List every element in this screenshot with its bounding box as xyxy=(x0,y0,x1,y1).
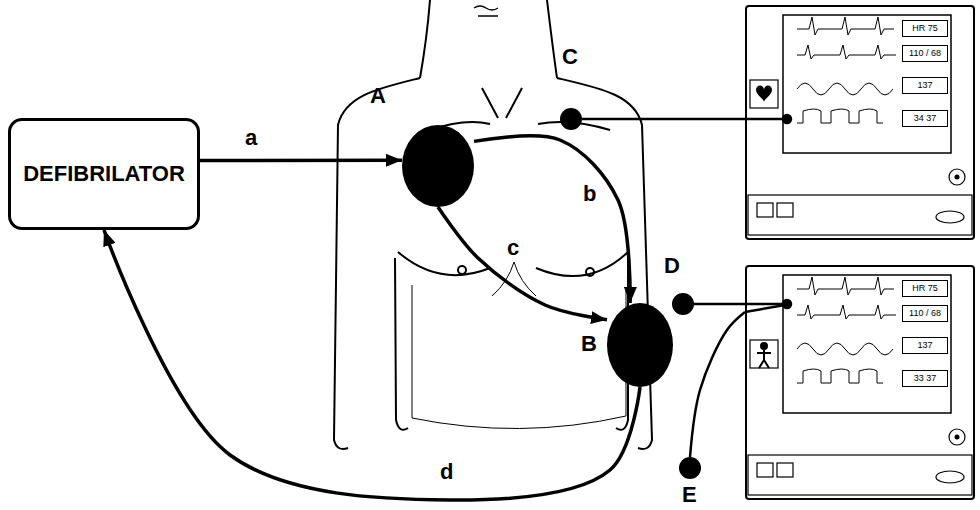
electrode-letter: D xyxy=(664,255,680,277)
monitor-electrode: D xyxy=(672,293,694,315)
electrode-letter: B xyxy=(581,333,597,355)
vital-reading: HR 75 xyxy=(912,284,938,293)
arrow-letter: a xyxy=(243,126,259,150)
label-slot: C xyxy=(562,46,578,68)
person-icon xyxy=(757,343,771,368)
readout-box: HR 75 xyxy=(902,20,948,37)
paddle-shape xyxy=(607,303,673,387)
readout-box: 137 xyxy=(902,337,948,354)
monitor-electrode: C xyxy=(560,108,582,130)
readout-box: 110 / 68 xyxy=(902,45,948,62)
lead-wire xyxy=(694,303,745,306)
label-slot: B xyxy=(581,333,597,355)
label-slot: A xyxy=(370,85,386,107)
device-label: DEFIBRILATOR xyxy=(23,161,185,186)
readout-box: 110 / 68 xyxy=(902,305,948,322)
patient-monitor: HR 75 110 / 68 137 34 37 xyxy=(745,5,975,240)
paddle-shape xyxy=(402,125,474,207)
readout-box: HR 75 xyxy=(902,280,948,297)
monitor-panel xyxy=(748,275,972,495)
label-slot: DEFIBRILATOR xyxy=(23,161,185,186)
readout-box: 33 37 xyxy=(902,370,948,387)
readout-box: 34 37 xyxy=(902,110,948,127)
vital-reading: 34 37 xyxy=(914,114,937,123)
lead-wire xyxy=(582,118,745,121)
vital-reading: 137 xyxy=(917,341,932,350)
paddle-electrode: B xyxy=(607,303,673,387)
current-arrow xyxy=(104,230,640,500)
electrode-letter: C xyxy=(562,46,578,68)
paddle-shape xyxy=(607,303,673,387)
vital-reading: 110 / 68 xyxy=(909,309,941,318)
monitor-electrode: E xyxy=(679,457,701,479)
paddle-electrode: A xyxy=(402,125,474,207)
paddle-shape xyxy=(402,125,474,207)
defibrillator-box: DEFIBRILATOR xyxy=(8,118,200,230)
monitor-panel xyxy=(748,15,972,235)
vital-reading: 110 / 68 xyxy=(909,49,941,58)
patient-monitor: HR 75 110 / 68 137 33 37 xyxy=(745,265,975,500)
arrow-letter: c xyxy=(505,236,521,260)
current-arrow xyxy=(474,136,630,303)
arrow-label-slot: a xyxy=(243,126,259,150)
vital-reading: 33 37 xyxy=(914,374,937,383)
electrode-letter: A xyxy=(370,85,386,107)
arrow-label-slot: c xyxy=(505,236,521,260)
readout-box: 137 xyxy=(902,77,948,94)
arrow-letter: d xyxy=(438,460,455,484)
current-arrow xyxy=(200,159,402,163)
torso-outline xyxy=(334,0,652,449)
label-slot: E xyxy=(682,484,697,506)
lead-wire xyxy=(690,312,745,457)
vital-reading: HR 75 xyxy=(912,24,938,33)
electrode-letter: E xyxy=(682,484,697,506)
arrow-label-slot: d xyxy=(438,460,455,484)
lead-wire xyxy=(745,115,791,312)
vital-reading: 137 xyxy=(917,81,932,90)
arrow-letter: b xyxy=(581,182,598,206)
heart-icon xyxy=(756,86,772,103)
label-slot: D xyxy=(664,255,680,277)
current-arrow xyxy=(438,207,607,320)
arrow-label-slot: b xyxy=(581,182,598,206)
